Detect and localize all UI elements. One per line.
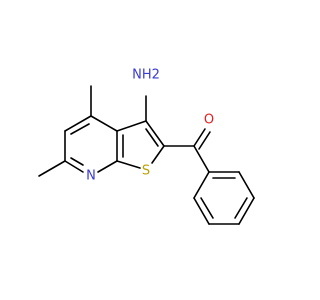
bond-n-c6 xyxy=(64,160,84,173)
bond-c3-c2-inner xyxy=(145,128,159,147)
bond-c5-c4-inner xyxy=(70,123,90,135)
bond-c2-s xyxy=(151,145,165,164)
molecule-diagram: NH2 N S O xyxy=(38,68,255,225)
bond-ph5-ph6 xyxy=(193,197,210,225)
atom-labels: NH2 N S O xyxy=(86,68,214,184)
bond-c3a-c3 xyxy=(116,120,147,132)
bond-n-c6-inner xyxy=(70,157,84,166)
bond-c4-c3a xyxy=(90,115,118,132)
bond-carbonyl-o xyxy=(193,128,206,147)
carbonyl-oxygen-label: O xyxy=(204,113,214,128)
pyridine-nitrogen-label: N xyxy=(86,169,96,184)
bond-c7a-n xyxy=(97,160,118,173)
bond-ph2-ph3 xyxy=(238,171,255,199)
bond-carbonyl-o-second xyxy=(198,131,211,150)
thiophene-sulfur-label: S xyxy=(142,164,150,179)
bond-c3-c2 xyxy=(145,120,165,147)
bond-ph6-ph1 xyxy=(193,171,210,199)
bond-ph5-ph6-inner xyxy=(200,197,214,219)
bond-ph3-ph4-inner xyxy=(234,197,248,219)
bond-carbonyl-phenyl xyxy=(193,145,210,173)
bond-lines xyxy=(38,85,255,225)
bond-c6-methyl xyxy=(38,160,66,177)
bond-ph3-ph4 xyxy=(238,197,255,225)
bond-c5-c4 xyxy=(64,115,92,132)
bond-s-c7a xyxy=(116,160,141,169)
amino-label: NH2 xyxy=(132,68,160,83)
